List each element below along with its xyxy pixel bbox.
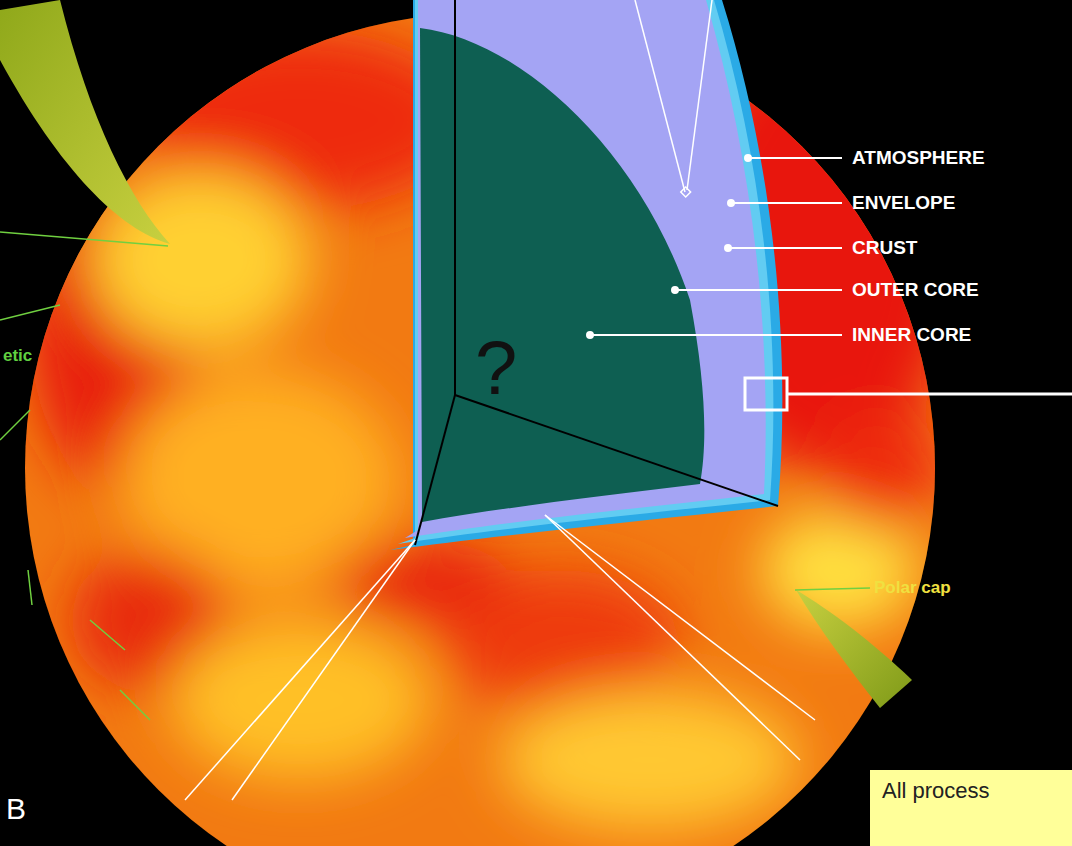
- outer-core-layer: [405, 0, 766, 538]
- note-text: All process: [882, 778, 1060, 804]
- crust-layer: [390, 0, 782, 550]
- layer-label: CRUST: [852, 238, 917, 259]
- envelope-layer: [398, 0, 773, 544]
- layer-label: ENVELOPE: [852, 193, 955, 214]
- pointer-lines: [185, 0, 815, 800]
- layer-label: INNER CORE: [852, 325, 971, 346]
- cut-axes: [415, 0, 778, 545]
- leader-lines: [587, 155, 842, 338]
- zoom-marker: [745, 378, 1072, 410]
- note-box: All process: [870, 770, 1072, 846]
- polar-cap-label: Polar cap: [874, 579, 951, 598]
- field-label: etic: [3, 347, 32, 366]
- layer-label: OUTER CORE: [852, 280, 979, 301]
- beam-cone: [0, 0, 170, 244]
- layer-label: ATMOSPHERE: [852, 148, 985, 169]
- beam-cone: [796, 590, 912, 708]
- field-symbol: B: [6, 792, 26, 825]
- unknown-mark: ?: [475, 326, 517, 410]
- field-lines: [0, 232, 870, 720]
